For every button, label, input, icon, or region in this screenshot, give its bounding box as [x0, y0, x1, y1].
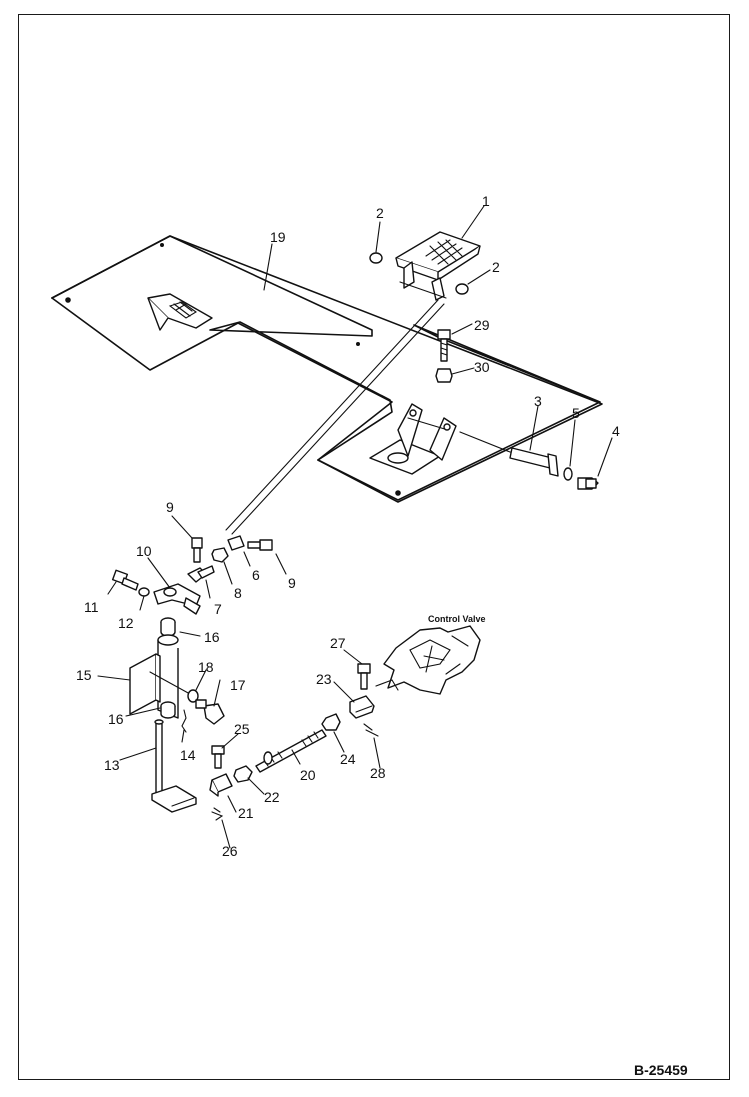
bolt-29 [437, 329, 451, 362]
bolt-9-horizontal [247, 539, 273, 551]
callout-labels: 1 2 2 3 4 5 6 7 8 9 9 10 11 12 13 14 15 … [76, 193, 620, 859]
callout-26: 26 [222, 843, 238, 859]
pedal [395, 231, 481, 301]
callout-23: 23 [316, 671, 332, 687]
leader-lines [97, 205, 613, 849]
bolt-25 [211, 745, 225, 769]
shaft-tube [157, 634, 179, 719]
callout-15: 15 [76, 667, 92, 683]
clip-14 [181, 709, 187, 733]
bolt-4 [577, 477, 599, 490]
callout-25: 25 [234, 721, 250, 737]
bolt-17 [195, 699, 225, 725]
drawing-number: B-25459 [634, 1062, 688, 1078]
callout-28: 28 [370, 765, 386, 781]
bolt-9-vertical [191, 537, 203, 563]
shaft-13 [151, 719, 197, 813]
bolt-27 [357, 663, 371, 690]
callout-1: 1 [482, 193, 490, 209]
callout-3: 3 [534, 393, 542, 409]
callout-13: 13 [104, 757, 120, 773]
nut-8 [211, 547, 229, 563]
cotter-26 [211, 807, 224, 821]
callout-8: 8 [234, 585, 242, 601]
callout-14: 14 [180, 747, 196, 763]
callout-9-right: 9 [288, 575, 296, 591]
lever-10 [153, 583, 201, 615]
washer-18 [187, 689, 199, 703]
callout-27: 27 [330, 635, 346, 651]
leader-pin-axis [459, 431, 511, 453]
drawing-frame [18, 14, 730, 1080]
bracket-15 [129, 653, 191, 715]
bolt-11 [111, 569, 139, 591]
callout-17: 17 [230, 677, 246, 693]
callout-16-lower: 16 [108, 711, 124, 727]
callout-19: 19 [270, 229, 286, 245]
washer-5 [563, 467, 573, 481]
callout-7: 7 [214, 601, 222, 617]
control-valve [375, 625, 481, 695]
washer-12 [138, 587, 150, 597]
pedal-bracket [369, 403, 457, 475]
callout-9-top: 9 [166, 499, 174, 515]
callout-11: 11 [84, 599, 99, 615]
callout-18: 18 [198, 659, 214, 675]
clevis-23 [349, 695, 375, 719]
spacer-6 [227, 535, 245, 551]
cotter-28 [363, 723, 379, 737]
callout-2-right: 2 [492, 259, 500, 275]
nut-24 [321, 713, 341, 731]
callout-12: 12 [118, 615, 134, 631]
callout-22: 22 [264, 789, 280, 805]
callout-10: 10 [136, 543, 152, 559]
link-rod [225, 299, 445, 535]
pin-3 [509, 447, 559, 477]
callout-4: 4 [612, 423, 620, 439]
callout-30: 30 [474, 359, 490, 375]
callout-2-left: 2 [376, 205, 384, 221]
callout-21: 21 [238, 805, 254, 821]
bushing-right [455, 283, 469, 295]
clevis-21 [209, 773, 233, 797]
callout-24: 24 [340, 751, 356, 767]
collar-16-lower-body [160, 706, 176, 719]
callout-16-upper: 16 [204, 629, 220, 645]
floor-plate [51, 235, 603, 503]
callout-6: 6 [252, 567, 260, 583]
bolt-7 [187, 565, 215, 583]
callout-29: 29 [474, 317, 490, 333]
callout-20: 20 [300, 767, 316, 783]
bushing-left [369, 252, 383, 264]
rod-20 [255, 729, 327, 773]
callout-5: 5 [572, 405, 580, 421]
nut-30 [435, 368, 453, 383]
control-valve-label: Control Valve [428, 614, 486, 624]
collar-16-upper-body [160, 622, 176, 637]
